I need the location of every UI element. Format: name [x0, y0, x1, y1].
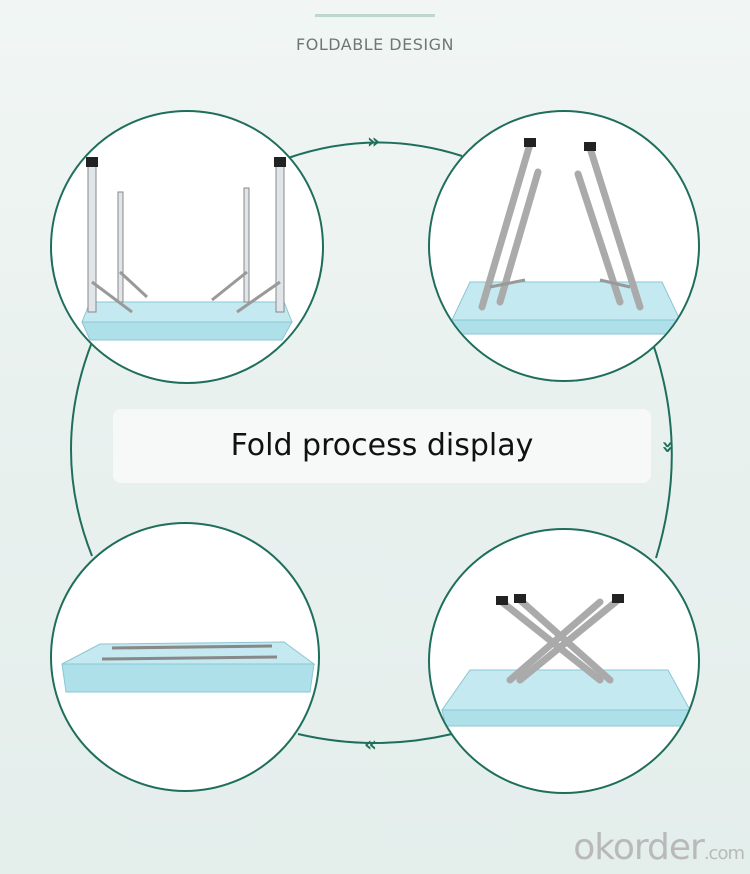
- watermark-main: okorder: [573, 827, 705, 868]
- section-heading: FOLDABLE DESIGN: [296, 35, 454, 54]
- watermark-suffix: .com: [703, 843, 745, 864]
- caption-panel: [113, 409, 651, 483]
- watermark-logo: okorder.com: [573, 827, 745, 868]
- caption-text: Fold process display: [230, 428, 534, 463]
- step-legs-upright-image: [50, 110, 324, 384]
- arrow-right-icon: »: [367, 129, 380, 153]
- top-divider: [315, 14, 435, 17]
- step-legs-crossed-image: [428, 528, 700, 794]
- arrow-down-icon: »: [656, 440, 681, 454]
- step-legs-tilting-image: [428, 110, 700, 382]
- step-fully-folded-image: [50, 522, 320, 792]
- arrow-left-icon: «: [364, 732, 377, 756]
